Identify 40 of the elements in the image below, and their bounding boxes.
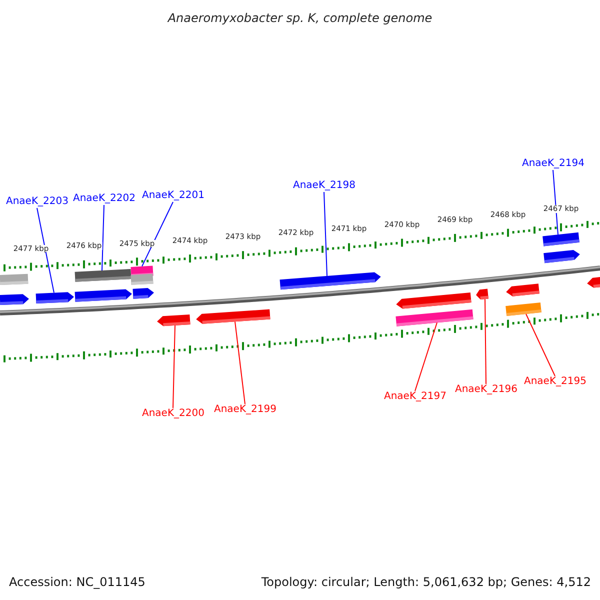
genome-stats-text: Topology: circular; Length: 5,061,632 bp; Genes: 4,512 — [261, 576, 591, 588]
gene-feature — [132, 288, 154, 299]
feature-bar — [506, 302, 542, 316]
accession-text: Accession: NC_011145 — [9, 576, 146, 588]
genome-title: Anaeromyxobacter sp. K, complete genome — [168, 12, 432, 24]
gene-feature — [587, 276, 600, 288]
leader-line — [172, 324, 176, 408]
leader-line — [36, 208, 54, 294]
leader-line — [484, 298, 486, 384]
locus-tag-label: AnaeK_2196 — [455, 385, 518, 395]
leader-line — [526, 313, 556, 376]
locus-tag-label: AnaeK_2201 — [142, 191, 204, 201]
feature-bar — [130, 274, 154, 285]
feature-bar — [0, 274, 28, 285]
locus-tag-label: AnaeK_2200 — [142, 409, 204, 419]
leader-line — [552, 170, 558, 236]
feature-bar — [396, 309, 474, 326]
leader-line — [414, 322, 438, 392]
gene-feature — [280, 272, 381, 290]
leader-line — [142, 202, 174, 267]
locus-tag-label: AnaeK_2195 — [524, 377, 586, 387]
gene-feature — [476, 288, 488, 300]
locus-tag-label: AnaeK_2203 — [6, 197, 68, 207]
gene-feature — [506, 284, 540, 296]
leader-line — [234, 321, 246, 404]
locus-tag-label: AnaeK_2199 — [214, 405, 276, 415]
gene-feature — [544, 250, 580, 264]
feature-bar — [542, 232, 580, 246]
locus-tag-label: AnaeK_2202 — [73, 194, 136, 204]
gene-feature — [396, 292, 472, 309]
feature-bar — [74, 269, 132, 282]
leader-line — [102, 204, 104, 271]
gene-feature — [196, 309, 270, 324]
leader-line — [324, 192, 328, 276]
gene-feature — [36, 292, 74, 304]
locus-tag-label: AnaeK_2197 — [384, 392, 446, 402]
gene-feature — [157, 314, 190, 326]
locus-tag-label: AnaeK_2198 — [293, 181, 356, 191]
gene-feature — [0, 294, 29, 305]
locus-tag-label: AnaeK_2194 — [522, 159, 584, 169]
